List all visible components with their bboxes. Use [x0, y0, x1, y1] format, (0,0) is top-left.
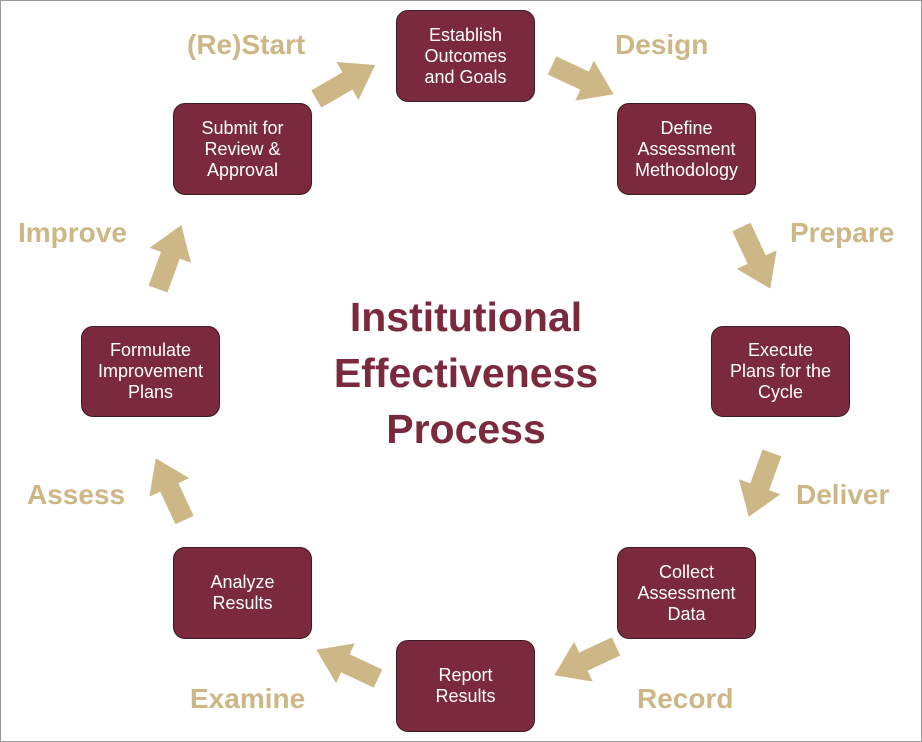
step-analyze-results: Analyze Results [173, 547, 312, 639]
arrow-deliver [728, 445, 793, 525]
arrow-improve [137, 217, 202, 297]
arrow-assess [135, 449, 205, 530]
arrow-examine [307, 629, 388, 699]
step-define-methodology: Define Assessment Methodology [617, 103, 756, 195]
arrow-record [545, 626, 626, 696]
step-execute-plans: Execute Plans for the Cycle [711, 326, 850, 417]
phase-label-deliver: Deliver [796, 479, 890, 510]
arrow-prepare [721, 217, 791, 298]
phase-label-assess: Assess [27, 479, 126, 510]
phase-label-examine: Examine [190, 683, 306, 714]
diagram-title: Institutional Effectiveness Process [333, 294, 599, 452]
phase-label-design: Design [615, 29, 709, 60]
step-formulate-plans: Formulate Improvement Plans [81, 326, 220, 417]
phase-label-restart: (Re)Start [187, 29, 306, 60]
arrow-restart [305, 45, 387, 119]
step-report-results: Report Results [396, 640, 535, 732]
phase-label-record: Record [637, 683, 734, 714]
step-collect-data: Collect Assessment Data [617, 547, 756, 639]
phase-label-prepare: Prepare [790, 217, 895, 248]
step-submit-review: Submit for Review & Approval [173, 103, 312, 195]
step-establish-outcomes: Establish Outcomes and Goals [396, 10, 535, 102]
phase-label-improve: Improve [18, 217, 127, 248]
arrow-design [542, 45, 623, 115]
